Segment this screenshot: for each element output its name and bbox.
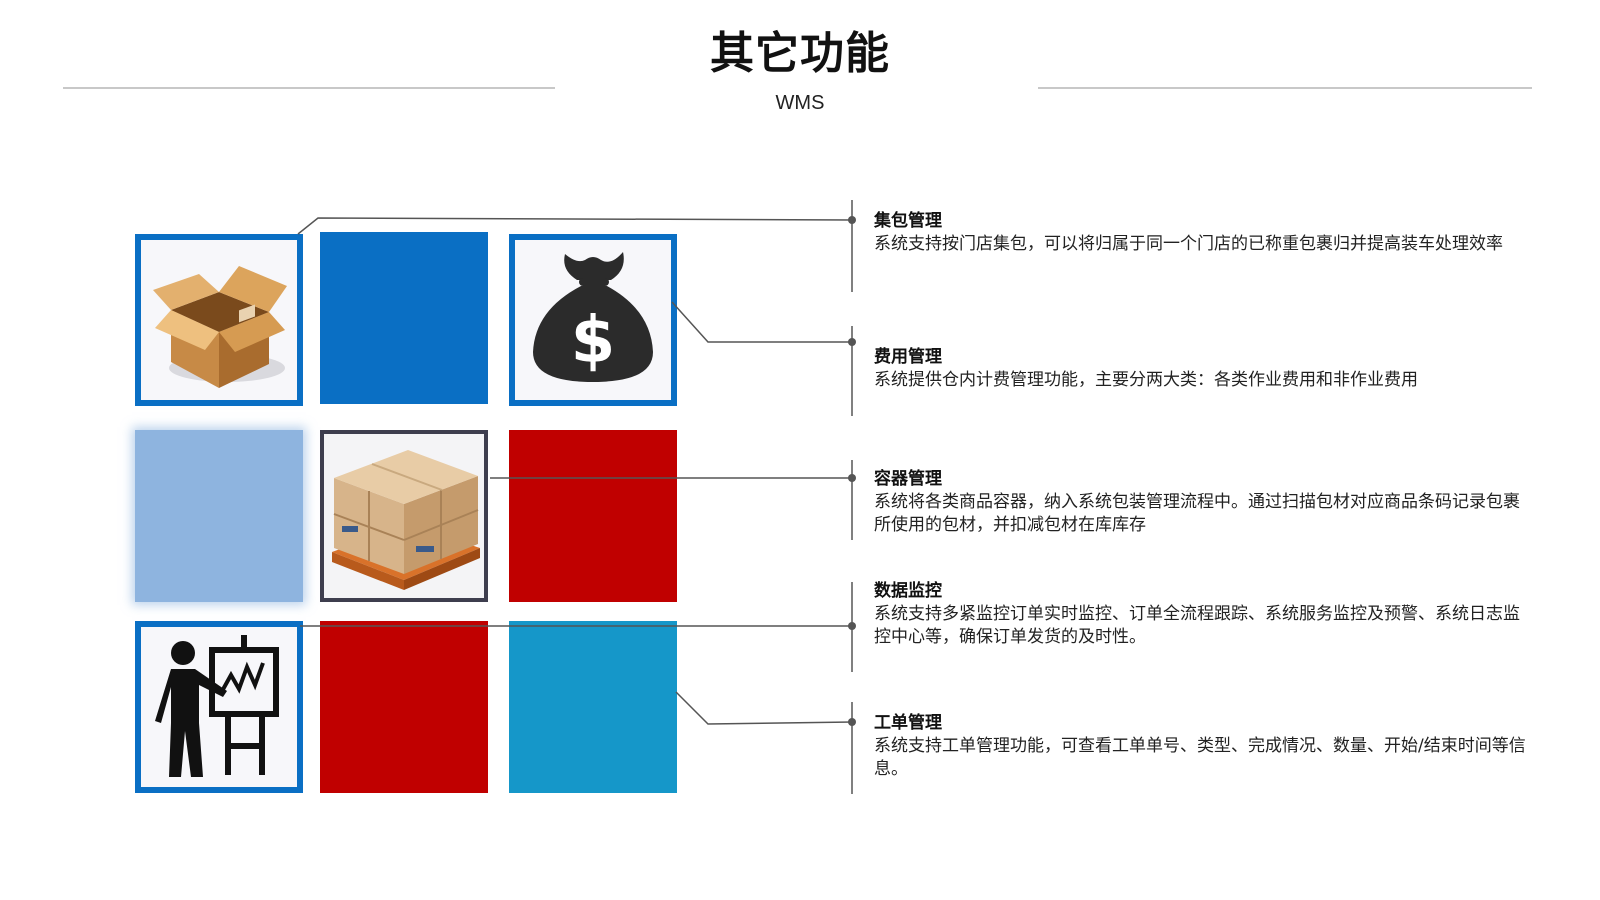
title-divider-left bbox=[63, 87, 555, 89]
connector-line-5 bbox=[675, 691, 854, 725]
feature-description: 系统提供仓内计费管理功能，主要分两大类：各类作业费用和非作业费用 bbox=[874, 370, 1418, 390]
page-subtitle: WMS bbox=[775, 92, 825, 114]
title-divider-right bbox=[1038, 87, 1532, 89]
light-blue-tile bbox=[135, 430, 303, 602]
blue-tile bbox=[320, 232, 488, 404]
presenter-tile bbox=[135, 621, 303, 793]
feature-description: 系统支持多紧监控订单实时监控、订单全流程跟踪、系统服务监控及预警、系统日志监控中… bbox=[874, 604, 1520, 647]
feature-data-monitoring: 数据监控 系统支持多紧监控订单实时监控、订单全流程跟踪、系统服务监控及预警、系统… bbox=[874, 580, 1534, 649]
open-box-tile bbox=[135, 234, 303, 406]
feature-description: 系统支持工单管理功能，可查看工单单号、类型、完成情况、数量、开始/结束时间等信息… bbox=[874, 736, 1526, 779]
connector-dot-1 bbox=[848, 216, 856, 224]
presenter-chart-icon bbox=[155, 635, 279, 777]
connector-dot-3 bbox=[848, 474, 856, 482]
connector-dot-5 bbox=[848, 718, 856, 726]
open-box-icon bbox=[153, 266, 287, 388]
pallet-boxes-icon bbox=[332, 450, 480, 590]
connector-line-2 bbox=[671, 301, 853, 343]
feature-title: 集包管理 bbox=[874, 211, 942, 231]
feature-container-management: 容器管理 系统将各类商品容器，纳入系统包装管理流程中。通过扫描包材对应商品条码记… bbox=[874, 468, 1534, 537]
feature-description: 系统支持按门店集包，可以将归属于同一个门店的已称重包裹归并提高装车处理效率 bbox=[874, 234, 1503, 254]
connector-dot-2 bbox=[848, 338, 856, 346]
red-tile-lower bbox=[320, 621, 488, 793]
cyan-tile bbox=[509, 621, 677, 793]
feature-title: 容器管理 bbox=[874, 469, 942, 489]
connector-dot-4 bbox=[848, 622, 856, 630]
feature-work-order-management: 工单管理 系统支持工单管理功能，可查看工单单号、类型、完成情况、数量、开始/结束… bbox=[874, 712, 1534, 781]
page-title: 其它功能 bbox=[710, 28, 890, 79]
money-bag-tile: $ bbox=[509, 234, 677, 406]
feature-cost-management: 费用管理 系统提供仓内计费管理功能，主要分两大类：各类作业费用和非作业费用 bbox=[874, 346, 1534, 392]
red-tile-upper bbox=[509, 430, 677, 602]
dollar-sign: $ bbox=[571, 304, 616, 378]
feature-package-consolidation: 集包管理 系统支持按门店集包，可以将归属于同一个门店的已称重包裹归并提高装车处理… bbox=[874, 210, 1534, 256]
feature-title: 费用管理 bbox=[874, 347, 942, 367]
feature-title: 工单管理 bbox=[874, 713, 942, 733]
feature-title: 数据监控 bbox=[874, 581, 942, 601]
feature-description: 系统将各类商品容器，纳入系统包装管理流程中。通过扫描包材对应商品条码记录包裹所使… bbox=[874, 492, 1520, 535]
money-bag-icon: $ bbox=[533, 252, 653, 382]
pallet-boxes-tile bbox=[320, 430, 488, 602]
